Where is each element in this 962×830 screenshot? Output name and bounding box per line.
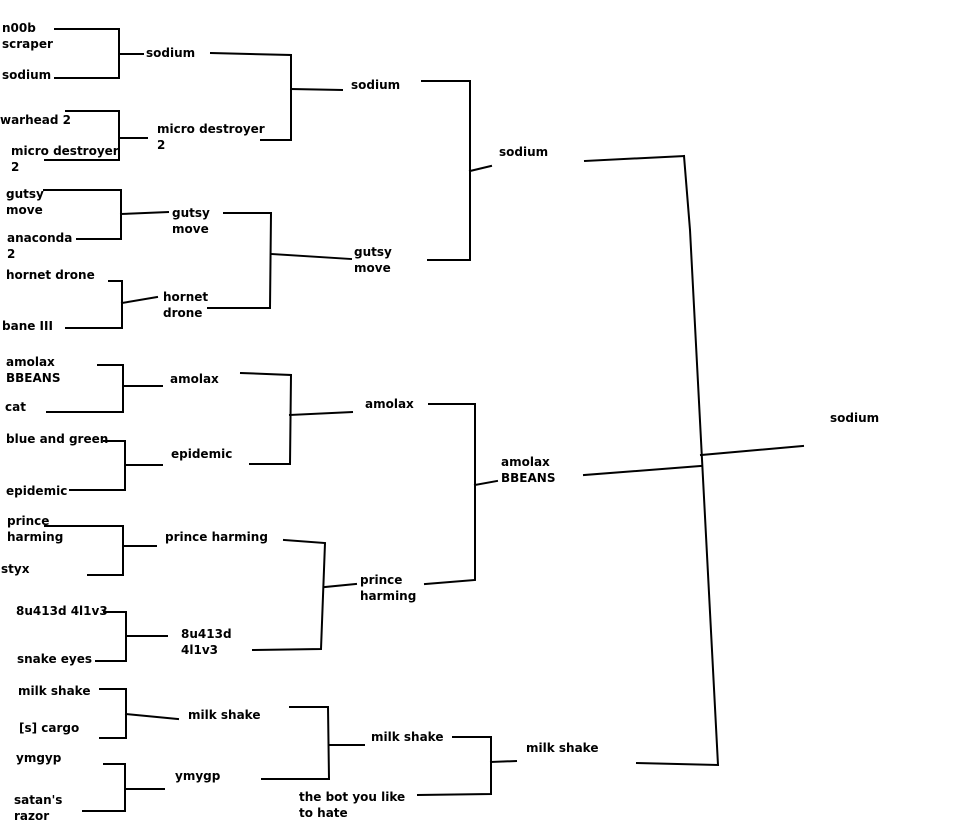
bracket-connector — [82, 763, 126, 812]
entrant-label: cat — [5, 400, 26, 414]
entrant-label: styx — [1, 562, 30, 576]
entrant-label: amolax BBEANS — [6, 355, 61, 385]
entrant-label: 8u413d 4l1v3 — [16, 604, 108, 618]
entrant-label: bane III — [2, 319, 53, 333]
bracket-connector — [421, 80, 471, 261]
winner-label: amolax — [365, 397, 414, 411]
bracket-connector — [423, 403, 476, 586]
entrant-label: sodium — [2, 68, 52, 82]
winner-label: hornet drone — [163, 290, 209, 320]
winner-label: ymygp — [175, 769, 221, 783]
winner-label: sodium — [499, 145, 549, 159]
bracket-connector — [261, 706, 331, 780]
entrant-label: epidemic — [6, 484, 68, 498]
bracket-connector — [416, 736, 492, 797]
bracket-connector — [54, 28, 120, 79]
bracket-connector — [269, 252, 353, 261]
entrant-label: satan's razor — [14, 793, 63, 823]
winner-label: milk shake — [371, 730, 444, 744]
bracket-connector — [699, 444, 805, 457]
bracket-connector — [635, 154, 720, 767]
entrant-label: snake eyes — [17, 652, 92, 666]
bracket-connector — [124, 712, 180, 721]
winner-label: prince harming — [165, 530, 268, 544]
entrant-label: n00b scraper — [2, 21, 53, 51]
entrant-label: [s] cargo — [19, 721, 80, 735]
bracket-connector — [489, 759, 518, 764]
entrant-label: milk shake — [18, 684, 91, 698]
bracket-connector — [69, 440, 126, 491]
winner-label: epidemic — [171, 447, 233, 461]
bracket-connector — [119, 210, 170, 216]
winner-label: sodium — [146, 46, 196, 60]
winner-label: gutsy move — [354, 245, 392, 275]
bracket-connector — [95, 611, 127, 662]
bracket-connector — [582, 464, 703, 477]
winner-label: micro destroyer 2 — [157, 122, 265, 152]
bracket-connector — [288, 410, 354, 417]
entrant-label: anaconda 2 — [7, 231, 73, 261]
bracket-connector — [473, 479, 499, 487]
winner-label: sodium — [351, 78, 401, 92]
bracket-connector — [44, 110, 120, 161]
bracket-connector — [65, 280, 123, 329]
bracket-connector — [239, 371, 293, 465]
bracket-connector — [44, 525, 124, 576]
winner-label: amolax — [170, 372, 219, 386]
entrant-label: micro destroyer 2 — [11, 144, 119, 174]
winner-label: 8u413d 4l1v3 — [181, 627, 232, 657]
entrant-label: hornet drone — [6, 268, 95, 282]
entrant-label: ymgyp — [16, 751, 62, 765]
winner-label: prince harming — [360, 573, 417, 603]
winner-label: milk shake — [188, 708, 261, 722]
bracket-connector — [583, 154, 686, 163]
bracket-connector — [209, 51, 292, 141]
winner-label: the bot you like to hate — [299, 790, 406, 820]
bracket-connector — [323, 582, 358, 589]
winner-label: gutsy move — [172, 206, 210, 236]
entrant-label: prince harming — [7, 514, 64, 544]
champion-label: sodium — [830, 411, 880, 425]
bracket-connector — [99, 688, 127, 739]
winner-label: milk shake — [526, 741, 599, 755]
entrant-label: blue and green — [6, 432, 109, 446]
bracket-connector — [468, 164, 493, 173]
entrant-label: warhead 2 — [0, 113, 71, 127]
entrant-label: gutsy move — [6, 187, 44, 217]
winner-label: amolax BBEANS — [501, 455, 556, 485]
bracket-connector — [46, 364, 124, 413]
bracket-connector — [207, 212, 273, 309]
bracket-connector — [251, 538, 327, 652]
bracket-connector — [120, 295, 159, 305]
bracket-connector — [289, 87, 344, 92]
